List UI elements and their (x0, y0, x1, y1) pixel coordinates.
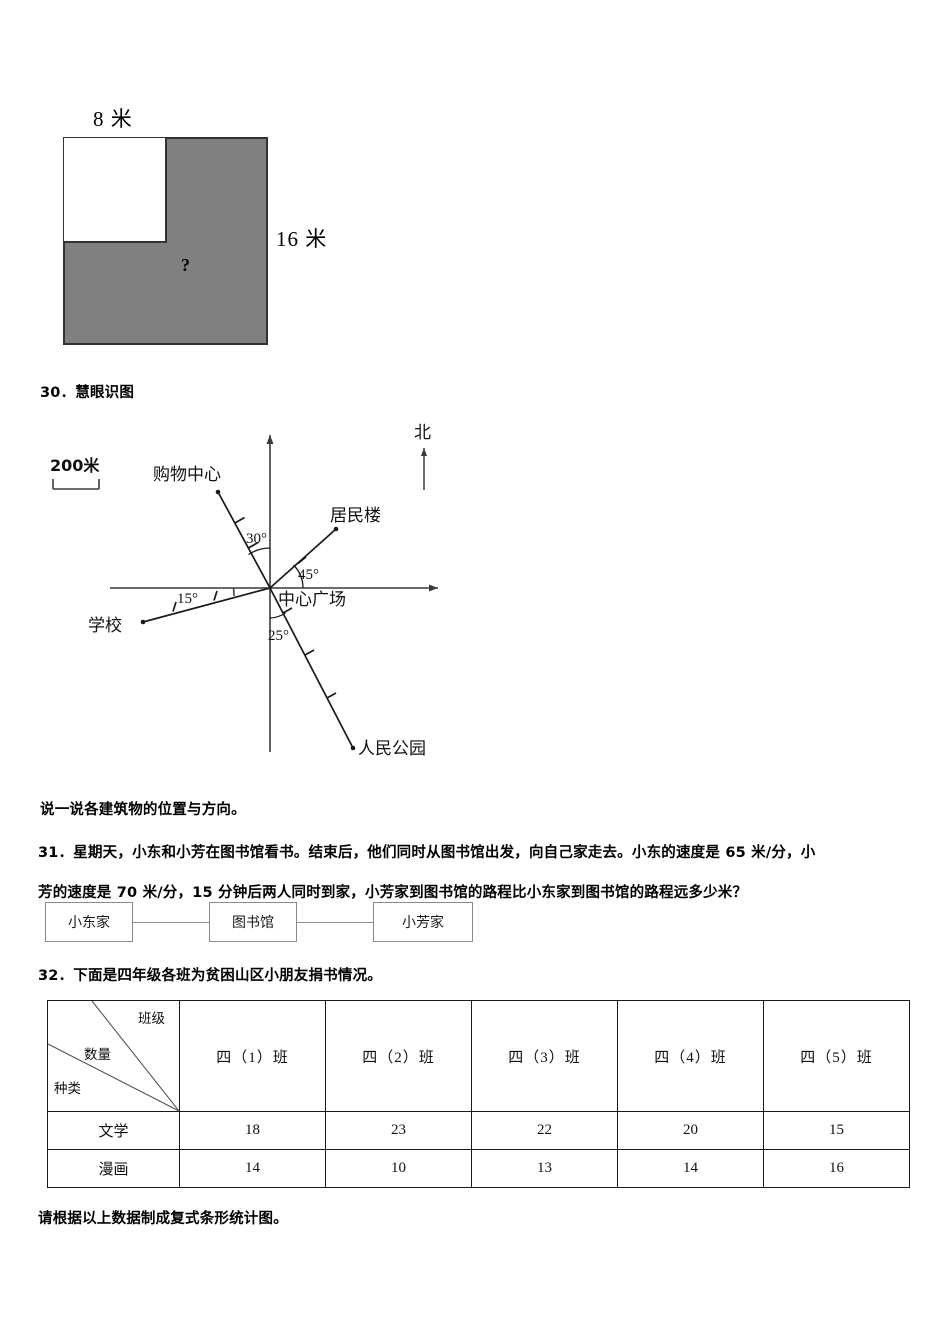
north-arrow-icon (421, 448, 427, 490)
cell-comics-class2: 10 (325, 1149, 472, 1188)
table-col-header-2: 四（2）班 (325, 1000, 472, 1112)
north-label: 北 (414, 423, 431, 443)
scale-label: 200米 (50, 456, 100, 475)
square-right-label: 16 米 (276, 227, 328, 251)
cell-literature-class4: 20 (617, 1111, 764, 1150)
angle-arcs (232, 547, 304, 619)
axis-vertical (266, 435, 274, 752)
ray-park (269, 587, 356, 751)
table-header-row: 班级 数量 种类 四（1）班 四（2）班 四（3）班 四（4）班 四（5）班 (47, 1000, 910, 1112)
cell-literature-class1: 18 (179, 1111, 326, 1150)
cell-literature-class3: 22 (471, 1111, 618, 1150)
box-xiaodong-home: 小东家 (45, 902, 133, 942)
cell-literature-class5: 15 (763, 1111, 910, 1150)
place-label-park: 人民公园 (358, 739, 426, 759)
angle-label-15: 15° (177, 591, 198, 607)
angle-label-25: 25° (268, 628, 289, 644)
question-32-footer: 请根据以上数据制成复式条形统计图。 (38, 1211, 288, 1227)
box-xiaofang-home: 小芳家 (373, 902, 473, 942)
axis-horizontal (110, 584, 438, 592)
table-col-header-1: 四（1）班 (179, 1000, 326, 1112)
corner-label-class: 班级 (138, 1011, 165, 1027)
corner-diagonal-lines-icon (48, 1001, 179, 1111)
white-cutout-square (64, 138, 167, 243)
angle-label-30: 30° (246, 531, 267, 547)
table-col-header-3: 四（3）班 (471, 1000, 618, 1112)
corner-label-quantity: 数量 (84, 1047, 111, 1063)
scale-bar-icon (52, 479, 100, 490)
figure-route-boxes: 小东家 图书馆 小芳家 (45, 902, 485, 950)
cell-comics-class1: 14 (179, 1149, 326, 1188)
corner-label-kind: 种类 (54, 1081, 81, 1097)
place-label-center-square: 中心广场 (278, 590, 346, 610)
box-library: 图书馆 (209, 902, 297, 942)
ray-residential (269, 526, 339, 589)
ray-school (140, 587, 271, 625)
table-row: 文学 18 23 22 20 15 (47, 1111, 910, 1150)
place-label-school: 学校 (88, 616, 122, 636)
row-label-literature: 文学 (47, 1111, 180, 1150)
question-30-heading: 30．慧眼识图 (40, 385, 135, 401)
question-30-prompt: 说一说各建筑物的位置与方向。 (40, 802, 246, 818)
figure-square-area: 8 米 16 米 ? (48, 95, 378, 360)
square-unknown-marker: ? (181, 255, 190, 275)
ray-shopping-center (215, 489, 271, 589)
question-31-line1: 31．星期天，小东和小芳在图书馆看书。结束后，他们同时从图书馆出发，向自己家走去… (38, 845, 816, 861)
cell-comics-class3: 13 (471, 1149, 618, 1188)
cell-comics-class5: 16 (763, 1149, 910, 1188)
table-corner-cell: 班级 数量 种类 (47, 1000, 180, 1112)
cell-comics-class4: 14 (617, 1149, 764, 1188)
square-top-label: 8 米 (93, 107, 133, 131)
table-col-header-4: 四（4）班 (617, 1000, 764, 1112)
place-label-residential: 居民楼 (330, 506, 381, 526)
cell-literature-class2: 23 (325, 1111, 472, 1150)
row-label-comics: 漫画 (47, 1149, 180, 1188)
donation-table: 班级 数量 种类 四（1）班 四（2）班 四（3）班 四（4）班 四（5）班 文… (47, 1000, 910, 1188)
question-31-line2: 芳的速度是 70 米/分，15 分钟后两人同时到家，小芳家到图书馆的路程比小东家… (38, 885, 748, 901)
figure-direction-map: 30° 45° 15° 25° 购物中心 居民楼 学校 人民公园 中心广场 北 … (40, 415, 510, 775)
connector-left (133, 922, 209, 923)
place-label-shopping-center: 购物中心 (153, 465, 221, 485)
table-row: 漫画 14 10 13 14 16 (47, 1149, 910, 1188)
question-32-heading: 32．下面是四年级各班为贫困山区小朋友捐书情况。 (38, 968, 382, 984)
table-col-header-5: 四（5）班 (763, 1000, 910, 1112)
connector-right (297, 922, 373, 923)
angle-label-45: 45° (298, 567, 319, 583)
